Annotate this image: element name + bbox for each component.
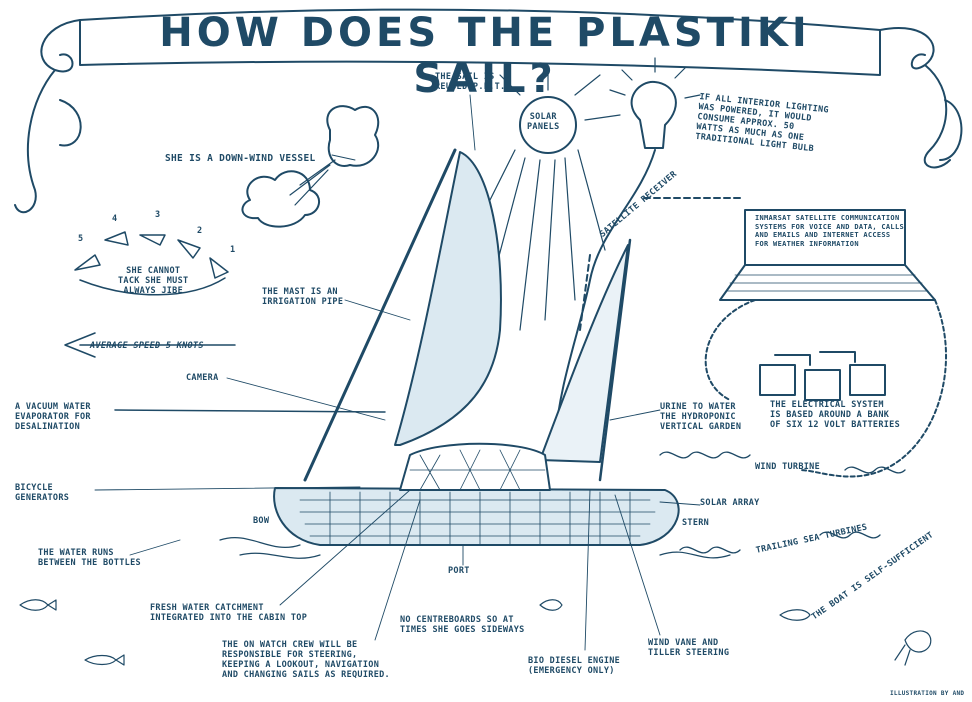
label-evaporator: A VACUUM WATER EVAPORATOR FOR DESALINATI… <box>15 402 91 432</box>
label-urine: URINE TO WATER THE HYDROPONIC VERTICAL G… <box>660 402 741 432</box>
hull <box>274 488 679 545</box>
label-camera: CAMERA <box>186 373 219 383</box>
label-port: PORT <box>448 566 470 576</box>
fish-1 <box>20 600 56 611</box>
squid <box>895 631 931 665</box>
main-sail <box>395 152 501 445</box>
label-wind-turbine: WIND TURBINE <box>755 462 820 472</box>
label-bio-diesel: BIO DIESEL ENGINE (EMERGENCY ONLY) <box>528 656 620 676</box>
label-credit: ILLUSTRATION BY AND <box>890 690 964 697</box>
banner-left-curl <box>15 20 81 212</box>
label-mast: THE MAST IS AN IRRIGATION PIPE <box>262 287 343 307</box>
label-jibe: SHE CANNOT TACK SHE MUST ALWAYS JIBE <box>118 266 188 296</box>
cabin <box>400 444 550 490</box>
jibe-number-3: 3 <box>155 210 160 220</box>
fish-4 <box>780 610 810 621</box>
label-speed: AVERAGE SPEED 5 KNOTS <box>90 341 204 351</box>
label-fresh-water: FRESH WATER CATCHMENT INTEGRATED INTO TH… <box>150 603 307 623</box>
label-electrical: THE ELECTRICAL SYSTEM IS BASED AROUND A … <box>770 400 900 430</box>
label-sail: THE SAIL IS REUSED P.E.T. <box>435 72 505 92</box>
label-solar-array: SOLAR ARRAY <box>700 498 760 508</box>
jibe-number-2: 2 <box>197 226 202 236</box>
jibe-number-1: 1 <box>230 245 235 255</box>
banner-right-curl <box>880 28 961 167</box>
label-solar-panels: SOLAR PANELS <box>527 112 560 132</box>
label-crew: THE ON WATCH CREW WILL BE RESPONSIBLE FO… <box>222 640 390 680</box>
jibe-number-4: 4 <box>112 214 117 224</box>
label-bicycle: BICYCLE GENERATORS <box>15 483 69 503</box>
fish-3 <box>540 600 562 611</box>
label-inmarsat: INMARSAT SATELLITE COMMUNICATION SYSTEMS… <box>755 214 904 248</box>
rear-sail <box>540 245 628 462</box>
fish-2 <box>85 655 124 665</box>
evaporator-pipe <box>115 410 385 412</box>
label-stern: STERN <box>682 518 709 528</box>
label-bow: BOW <box>253 516 269 526</box>
wind-face <box>327 106 378 166</box>
label-water-runs: THE WATER RUNS BETWEEN THE BOTTLES <box>38 548 141 568</box>
label-wind-vane: WIND VANE AND TILLER STEERING <box>648 638 729 658</box>
label-downwind: SHE IS A DOWN-WIND VESSEL <box>165 154 316 164</box>
wind-gust <box>290 160 335 205</box>
battery-bank <box>760 352 885 400</box>
jibe-number-5: 5 <box>78 234 83 244</box>
label-centreboards: NO CENTREBOARDS SO AT TIMES SHE GOES SID… <box>400 615 525 635</box>
